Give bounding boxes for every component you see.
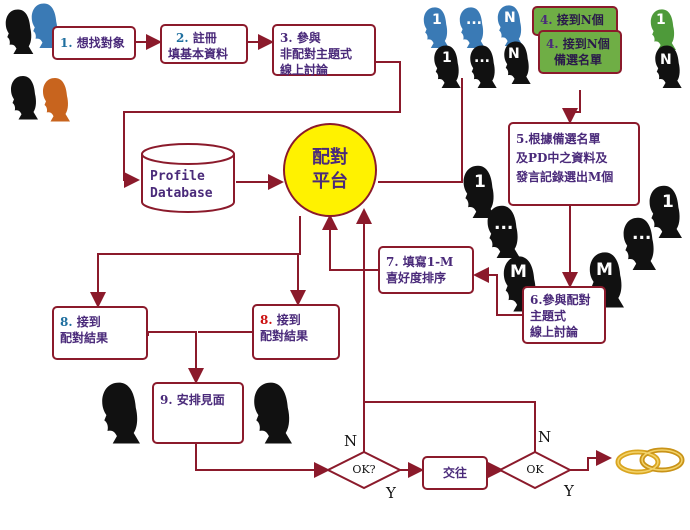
- person-label: M: [510, 262, 527, 282]
- step-number: 4.: [540, 13, 553, 27]
- hub-label: 配對 平台: [300, 146, 360, 194]
- connectors: [90, 34, 612, 478]
- person-label: ...: [466, 12, 482, 28]
- step-2-register: 2. 註冊 填基本資料: [160, 24, 248, 64]
- step-label-line2: 配對結果: [60, 331, 109, 345]
- decision-ok1: [325, 450, 403, 490]
- step-label: 接到N個: [556, 13, 604, 27]
- person-label: ...: [494, 214, 514, 234]
- step-label-line1: 填寫1-M: [402, 255, 454, 269]
- step-number: 5.: [516, 132, 529, 146]
- decision-no-label: N: [344, 432, 358, 450]
- step-label-line1: 參與: [296, 31, 321, 45]
- step-label-line1: 接到N個: [562, 37, 610, 51]
- step-label-line3: 線上討論: [280, 63, 329, 77]
- database-label-line1: Profile: [150, 169, 205, 184]
- step-number: 8.: [60, 315, 73, 329]
- person-label: 1: [474, 172, 486, 192]
- step-label-line1: 註冊: [192, 31, 217, 45]
- person-label: 1: [432, 12, 442, 28]
- step-number: 1.: [60, 36, 73, 50]
- person-label: M: [596, 260, 613, 280]
- step-label-line1: 接到: [276, 313, 301, 327]
- person-label: ...: [632, 224, 652, 244]
- step-number: 4.: [546, 37, 559, 51]
- database-icon: [141, 143, 235, 213]
- person-label: N: [508, 46, 520, 62]
- step-label: 想找對象: [76, 36, 125, 50]
- step-8-result-a: 8. 接到 配對結果: [52, 306, 148, 360]
- step-number: 6.: [530, 293, 543, 307]
- database-label: Profile Database: [150, 168, 213, 202]
- person-label: 1: [442, 50, 452, 66]
- step-label-line2: 非配對主題式: [280, 47, 353, 61]
- step-3-non-matching-discussion: 3. 參與 非配對主題式 線上討論: [272, 24, 376, 77]
- matching-platform-hub: [283, 123, 377, 217]
- step-label-line3: 發言記錄選出M個: [516, 170, 614, 184]
- wedding-rings-icon: [615, 447, 685, 475]
- step-label-line2: 及PD中之資料及: [516, 151, 608, 165]
- step-label-line2: 配對結果: [260, 329, 309, 343]
- step-5-select-m: 5.根據備選名單 及PD中之資料及 發言記錄選出M個: [508, 122, 640, 206]
- step-label: 交往: [442, 466, 467, 480]
- step-number: 3.: [280, 31, 293, 45]
- step-label-line3: 線上討論: [530, 325, 579, 339]
- person-label: 1: [656, 12, 666, 28]
- step-number: 9.: [160, 393, 173, 407]
- person-label: N: [660, 52, 672, 68]
- step-6-matching-discussion: 6.參與配對 主題式 線上討論: [522, 286, 606, 344]
- person-label: ...: [474, 50, 490, 66]
- person-label: 1: [662, 192, 674, 212]
- decision-ok1-label: OK?: [352, 463, 376, 476]
- decision-yes-label: Y: [386, 484, 396, 502]
- step-label-line1: 根據備選名單: [528, 132, 601, 146]
- step-label-line2: 填基本資料: [168, 47, 229, 61]
- step-label-line1: 參與配對: [542, 293, 591, 307]
- step-number: 2.: [176, 31, 189, 45]
- step-number: 8.: [260, 313, 273, 327]
- database-label-line2: Database: [150, 186, 213, 201]
- decision-no-label: N: [538, 428, 552, 446]
- step-label-line2: 喜好度排序: [386, 271, 447, 285]
- decision-ok2: [497, 450, 573, 490]
- step-label-line2: 主題式: [530, 309, 567, 323]
- step-dating: 交往: [422, 456, 488, 490]
- hub-label-line2: 平台: [312, 171, 348, 192]
- step-number: 7.: [386, 255, 399, 269]
- decision-ok2-label: OK: [526, 463, 544, 476]
- step-label-line2: 備選名單: [554, 53, 603, 67]
- step-label: 安排見面: [176, 393, 225, 407]
- step-7-rank-preferences: 7. 填寫1-M 喜好度排序: [378, 246, 474, 294]
- person-label: N: [504, 10, 516, 26]
- step-4-receive-n-candidates: 4. 接到N個 備選名單: [538, 30, 622, 74]
- step-8-result-b: 8. 接到 配對結果: [252, 304, 340, 360]
- decision-yes-label: Y: [564, 482, 574, 500]
- hub-label-line1: 配對: [312, 147, 348, 168]
- step-9-arrange-meeting: 9. 安排見面: [152, 382, 244, 444]
- step-label-line1: 接到: [76, 315, 101, 329]
- step-1-find-partner: 1. 想找對象: [52, 26, 136, 60]
